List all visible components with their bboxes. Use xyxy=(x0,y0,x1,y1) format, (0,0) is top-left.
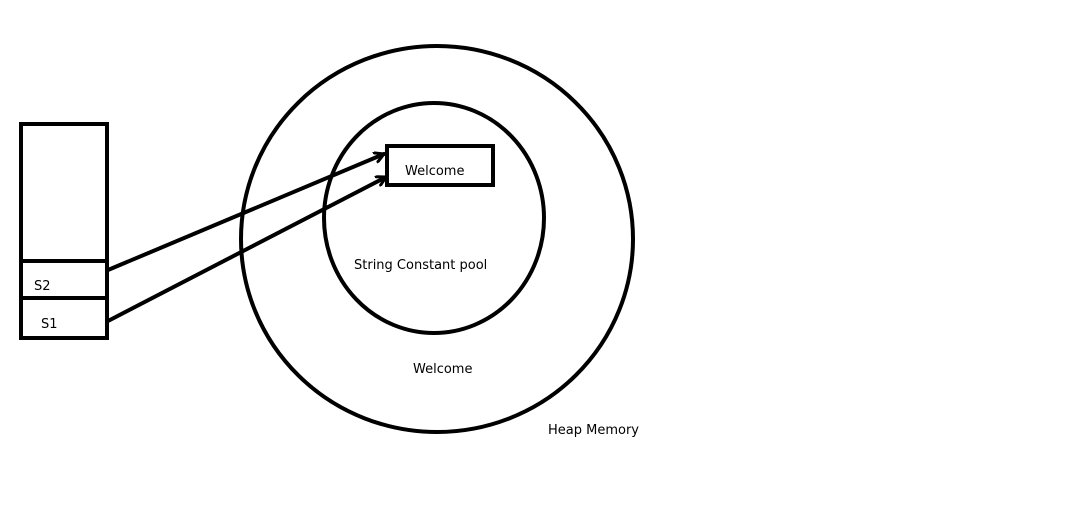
heap-memory-label: Heap Memory xyxy=(548,423,639,438)
heap-welcome-text: Welcome xyxy=(413,362,472,377)
stack-slot-s1-label: S1 xyxy=(41,317,58,332)
s1-reference-arrow xyxy=(106,175,388,323)
stack-slot-s2-label: S2 xyxy=(34,279,51,294)
string-constant-pool-label: String Constant pool xyxy=(354,258,487,273)
stack: S2 S1 xyxy=(19,122,109,340)
pool-welcome-box xyxy=(385,144,495,187)
string-constant-pool-circle xyxy=(322,101,546,335)
heap-memory-circle xyxy=(239,44,635,434)
s2-reference-arrow xyxy=(106,154,386,272)
stack-frame xyxy=(19,122,109,340)
pool-welcome-text: Welcome xyxy=(405,164,464,179)
